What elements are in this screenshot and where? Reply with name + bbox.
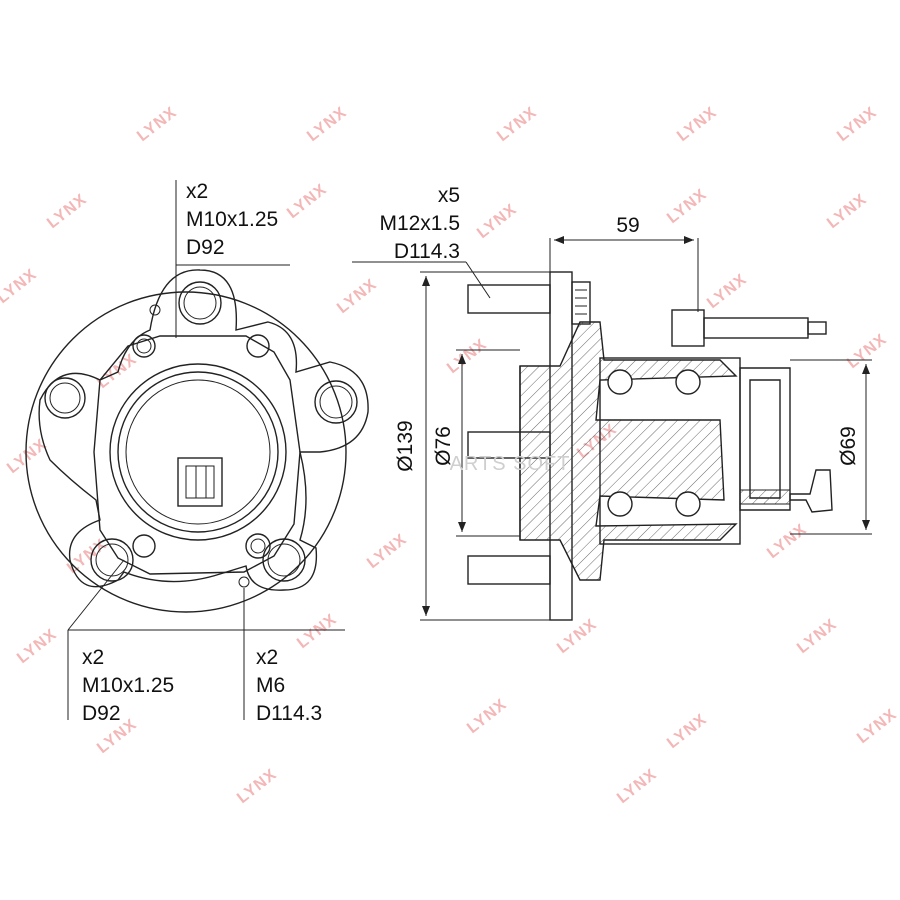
flange-outer-circle bbox=[25, 291, 347, 613]
brand-watermark: LYNX bbox=[474, 201, 520, 242]
brand-watermark: LYNX bbox=[554, 616, 600, 657]
brand-watermark: LYNX bbox=[94, 351, 140, 392]
brand-watermark: LYNX bbox=[824, 191, 870, 232]
overlay-watermark: ARTS SOFT bbox=[450, 453, 571, 475]
stud-hole-right bbox=[314, 380, 358, 424]
annotation-top-left: x2 M10x1.25 D92 bbox=[186, 180, 278, 259]
bolt-hole-m10-top bbox=[132, 334, 156, 358]
stud-hole-left bbox=[44, 377, 86, 419]
annotation-bottom-middle: x2 M6 D114.3 bbox=[256, 646, 322, 725]
brand-watermark: LYNX bbox=[664, 186, 710, 227]
annotation-diameter: D92 bbox=[82, 702, 121, 725]
stud-hole-top bbox=[178, 281, 222, 325]
brand-watermark: LYNX bbox=[674, 104, 720, 145]
brand-watermark: LYNX bbox=[494, 104, 540, 145]
brand-watermark: LYNX bbox=[14, 626, 60, 667]
annotation-bottom-left: x2 M10x1.25 D92 bbox=[82, 646, 174, 725]
bearing-housing bbox=[93, 335, 301, 575]
brand-watermark: LYNX bbox=[704, 271, 750, 312]
mount-bolt-shank bbox=[703, 317, 809, 339]
bearing-ball-top-left bbox=[607, 369, 633, 395]
brand-watermark: LYNX bbox=[134, 104, 180, 145]
annotation-thread: M12x1.5 bbox=[379, 212, 460, 235]
bearing-ball-bottom-right bbox=[675, 491, 701, 517]
annotation-top-right: x5 M12x1.5 D114.3 bbox=[379, 184, 460, 263]
annotation-diameter: D114.3 bbox=[394, 240, 460, 263]
sensor-housing bbox=[739, 367, 791, 511]
brand-watermark: LYNX bbox=[444, 336, 490, 377]
hub-section bbox=[519, 321, 738, 581]
annotation-thread: M10x1.25 bbox=[82, 674, 174, 697]
brand-watermark: LYNX bbox=[304, 104, 350, 145]
brand-watermark: LYNX bbox=[294, 611, 340, 652]
brand-watermark: LYNX bbox=[64, 536, 110, 577]
annotation-diameter: D114.3 bbox=[256, 702, 322, 725]
annotation-thread: M10x1.25 bbox=[186, 208, 278, 231]
brand-watermark: LYNX bbox=[614, 766, 660, 807]
bearing-ball-bottom-left bbox=[607, 491, 633, 517]
side-dimensions bbox=[352, 236, 872, 621]
mount-bolt-head bbox=[671, 309, 705, 347]
brand-watermark: LYNX bbox=[834, 104, 880, 145]
bolt-hole-top-right bbox=[246, 334, 270, 358]
brand-watermark: LYNX bbox=[664, 711, 710, 752]
annotation-count: x5 bbox=[438, 184, 460, 207]
brand-watermark: LYNX bbox=[794, 616, 840, 657]
brand-watermark: LYNX bbox=[0, 266, 40, 307]
stud-hole-bottom-left bbox=[90, 538, 134, 582]
hub-bore-outer bbox=[109, 363, 287, 541]
flange-body-outline bbox=[38, 269, 369, 591]
brand-watermark: LYNX bbox=[364, 531, 410, 572]
brand-watermark: LYNX bbox=[284, 181, 330, 222]
dimension-bearing-diameter: Ø69 bbox=[837, 426, 860, 466]
annotation-count: x2 bbox=[256, 646, 278, 669]
wheel-stud-bottom bbox=[467, 555, 551, 585]
brand-watermark: LYNX bbox=[234, 766, 280, 807]
annotation-thread: M6 bbox=[256, 674, 285, 697]
brand-watermark: LYNX bbox=[844, 331, 890, 372]
hub-side-section bbox=[467, 271, 833, 621]
brand-watermark: LYNX bbox=[464, 696, 510, 737]
annotation-diameter: D92 bbox=[186, 236, 225, 259]
abs-connector bbox=[789, 469, 833, 513]
hub-front-view bbox=[25, 269, 369, 613]
pin-hole-top bbox=[149, 304, 161, 316]
dimension-width: 59 bbox=[616, 214, 639, 237]
pin-hole-bottom bbox=[238, 576, 250, 588]
annotation-count: x2 bbox=[186, 180, 208, 203]
front-leaders bbox=[67, 180, 345, 720]
hub-bore-inner bbox=[117, 371, 279, 533]
brand-watermark: LYNX bbox=[334, 276, 380, 317]
brand-watermark: LYNX bbox=[854, 706, 900, 747]
brand-watermark: LYNX bbox=[764, 521, 810, 562]
bearing-ball-top-right bbox=[675, 369, 701, 395]
annotation-count: x2 bbox=[82, 646, 104, 669]
abs-sensor bbox=[177, 457, 223, 507]
bolt-hole-m6 bbox=[245, 533, 271, 559]
wheel-stud-top bbox=[467, 284, 551, 314]
dimension-flange-diameter: Ø139 bbox=[394, 420, 417, 471]
dimension-pilot-diameter: Ø76 bbox=[432, 426, 455, 466]
bolt-hole-m10-bottom bbox=[132, 534, 156, 558]
brand-watermark: LYNX bbox=[44, 191, 90, 232]
